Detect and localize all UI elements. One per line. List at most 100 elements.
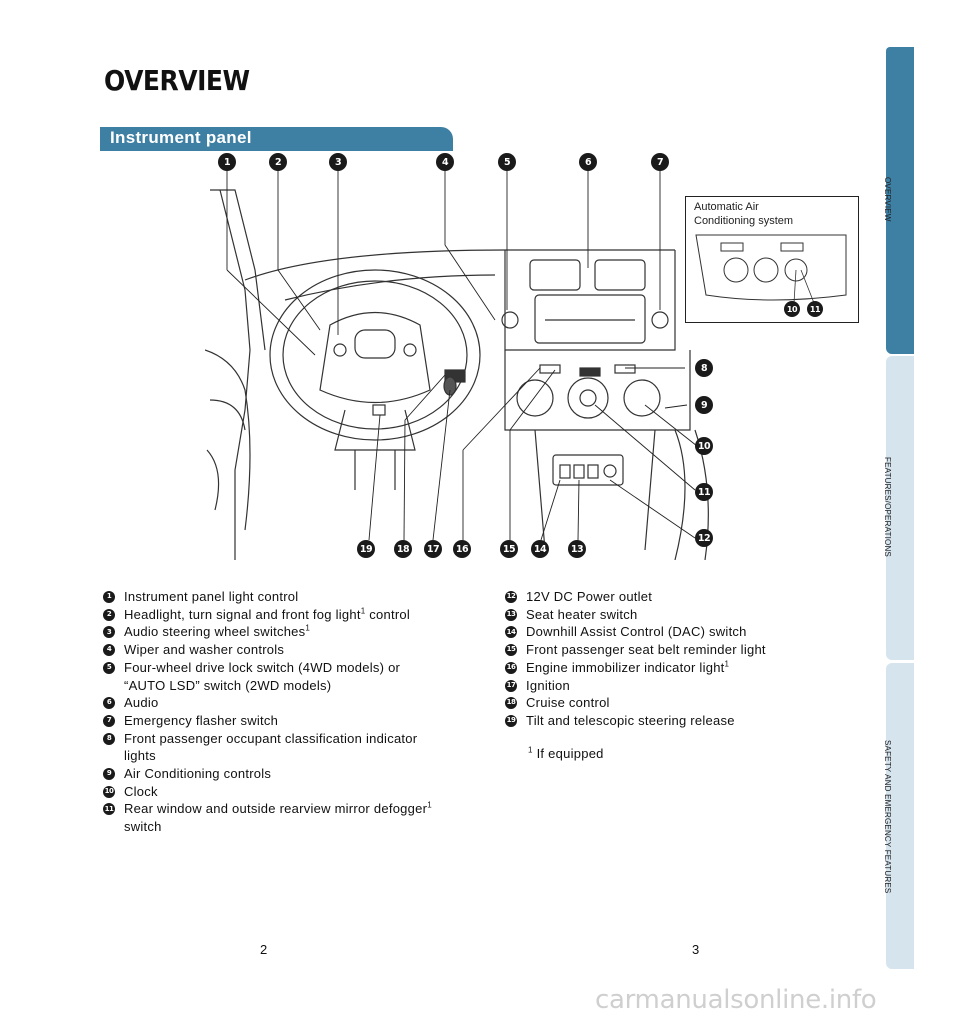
- footnote-marker: 1: [528, 745, 533, 755]
- footnote-text: If equipped: [532, 746, 604, 761]
- footnote-marker: 1: [305, 624, 311, 634]
- legend-number: 8: [103, 732, 115, 745]
- legend-number: 10: [103, 785, 115, 798]
- legend-item: 5 Four-wheel drive lock switch (4WD model…: [103, 659, 473, 694]
- footnote: 1 If equipped: [528, 746, 604, 761]
- legend-text: 12V DC Power outlet: [526, 589, 653, 604]
- legend-item: 16 Engine immobilizer indicator light1: [505, 659, 805, 677]
- legend-item: 9 Air Conditioning controls: [103, 765, 473, 783]
- legend-text: Air Conditioning controls: [124, 766, 272, 782]
- footnote-marker: 1: [427, 801, 432, 811]
- legend-item: 3 Audio steering wheel switches1: [103, 623, 473, 641]
- callout-15: 15: [500, 540, 518, 558]
- callout-11: 11: [695, 483, 713, 501]
- ac-inset: Automatic Air Conditioning system 10 11: [685, 196, 859, 323]
- legend-number: 19: [505, 714, 517, 727]
- legend-text: Front passenger occupant classification …: [124, 730, 418, 746]
- legend-text: Four-wheel drive lock switch (4WD models…: [124, 659, 401, 675]
- callout-8: 8: [695, 359, 713, 377]
- legend-number: 1: [103, 591, 115, 603]
- legend-text-line2: lights: [124, 748, 156, 764]
- legend-number: 15: [505, 644, 517, 657]
- legend-text: Engine immobilizer indicator light: [526, 659, 725, 675]
- legend-text: Tilt and telescopic steering release: [526, 712, 735, 728]
- legend-text: Seat heater switch: [526, 606, 638, 622]
- tab-safety-label: SAFETY AND EMERGENCY FEATURES: [883, 740, 892, 894]
- page-number-right: 3: [692, 942, 700, 957]
- inset-title-line2: Conditioning system: [694, 215, 794, 227]
- inset-callout-10: 10: [784, 301, 800, 317]
- legend-text: Wiper and washer controls: [124, 642, 285, 658]
- legend-number: 12: [505, 591, 517, 603]
- legend-number: 17: [505, 679, 517, 692]
- legend-item: 4 Wiper and washer controls: [103, 641, 473, 659]
- legend-item: 10 Clock: [103, 783, 473, 801]
- page-number-left: 2: [260, 942, 268, 957]
- legend-text: Clock: [124, 783, 158, 799]
- legend-number: 16: [505, 661, 517, 674]
- footnote-marker: 1: [724, 659, 730, 669]
- legend-number: 13: [505, 608, 517, 621]
- callout-19: 19: [357, 540, 375, 558]
- legend-left: 1 Instrument panel light control 2 Headlig…: [103, 588, 473, 836]
- legend-number: 9: [103, 768, 115, 781]
- legend-item: 6 Audio: [103, 694, 473, 712]
- callout-2: 2: [269, 153, 287, 171]
- section-title: Instrument panel: [110, 128, 252, 147]
- callout-9: 9: [695, 396, 713, 414]
- tab-safety-emergency[interactable]: [886, 663, 914, 969]
- legend-number: 7: [103, 714, 115, 727]
- legend-number: 4: [103, 644, 115, 657]
- ac-inset-illustration: [695, 234, 847, 304]
- legend-text-suffix: control: [365, 606, 411, 622]
- legend-text: Audio steering wheel switches: [124, 624, 306, 640]
- legend-item: 2 Headlight, turn signal and front fog li…: [103, 606, 473, 624]
- legend-text: Cruise control: [526, 695, 610, 711]
- callout-4: 4: [436, 153, 454, 171]
- inset-title: Automatic Air Conditioning system: [694, 200, 793, 228]
- legend-item: 13 Seat heater switch: [505, 606, 805, 624]
- legend-item: 7 Emergency flasher switch: [103, 712, 473, 730]
- legend-text: Ignition: [526, 677, 570, 693]
- callout-18: 18: [394, 540, 412, 558]
- tab-overview-label: OVERVIEW: [883, 177, 892, 222]
- legend-item: 1 Instrument panel light control: [103, 588, 473, 606]
- legend-number: 18: [505, 697, 517, 710]
- legend-text: Emergency flasher switch: [124, 712, 279, 728]
- legend-number: 2: [103, 608, 115, 621]
- callout-5: 5: [498, 153, 516, 171]
- callout-12: 12: [695, 529, 713, 547]
- callout-1: 1: [218, 153, 236, 171]
- callout-14: 14: [531, 540, 549, 558]
- legend-number: 3: [103, 626, 115, 639]
- legend-item: 12 12V DC Power outlet: [505, 588, 805, 606]
- legend-text: Downhill Assist Control (DAC) switch: [526, 624, 747, 640]
- callout-17: 17: [424, 540, 442, 558]
- legend-number: 14: [505, 626, 517, 639]
- legend-item: 18 Cruise control: [505, 694, 805, 712]
- legend-text: Audio: [124, 695, 159, 711]
- legend-text: Instrument panel light control: [124, 589, 299, 604]
- legend-text: Front passenger seat belt reminder light: [526, 642, 766, 658]
- callout-7: 7: [651, 153, 669, 171]
- legend-text: Headlight, turn signal and front fog lig…: [124, 606, 361, 622]
- legend-text-line2: “AUTO LSD” switch (2WD models): [124, 677, 332, 693]
- tab-features-operations[interactable]: [886, 356, 914, 660]
- legend-item: 8 Front passenger occupant classification…: [103, 730, 473, 765]
- callout-10: 10: [695, 437, 713, 455]
- footnote-marker: 1: [360, 606, 366, 616]
- legend-number: 5: [103, 661, 115, 674]
- legend-item: 15 Front passenger seat belt reminder lig…: [505, 641, 805, 659]
- legend-number: 11: [103, 803, 115, 816]
- callout-3: 3: [329, 153, 347, 171]
- legend-item: 14 Downhill Assist Control (DAC) switch: [505, 623, 805, 641]
- legend-number: 6: [103, 697, 115, 710]
- tab-overview[interactable]: [886, 47, 914, 354]
- watermark: carmanualsonline.info: [595, 985, 877, 1015]
- instrument-panel-illustration: [205, 170, 709, 560]
- legend-text-line2: switch: [124, 819, 162, 835]
- section-header: Instrument panel: [100, 127, 453, 151]
- inset-callout-11: 11: [807, 301, 823, 317]
- inset-title-line1: Automatic Air: [694, 201, 759, 213]
